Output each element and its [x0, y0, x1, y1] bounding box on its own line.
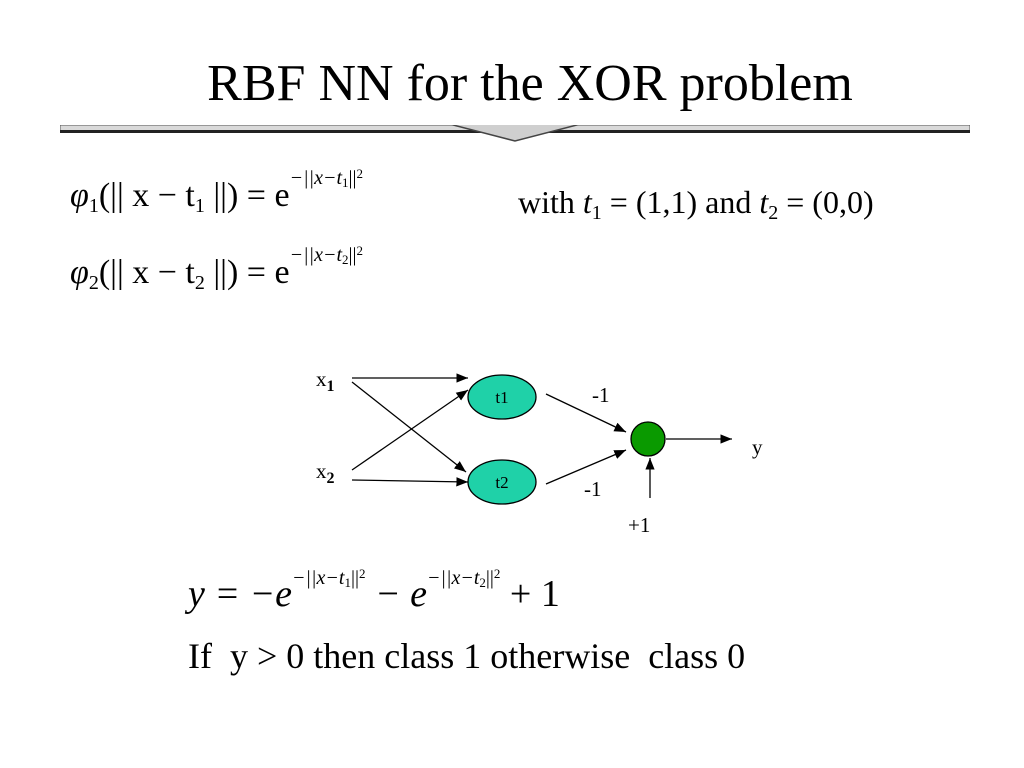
t2-value: = (0,0): [778, 184, 874, 220]
weight-t1-label: -1: [592, 383, 610, 407]
phi2-equation: φ2(|| x − t2 ||) = e−||x−t2||2: [70, 243, 363, 303]
output-bias-term: + 1: [500, 573, 560, 615]
output-lhs: y = −e: [188, 573, 293, 615]
edge-x2-t2: [351, 477, 469, 487]
bias-label: +1: [628, 513, 650, 537]
edge-x1-t2: [351, 381, 467, 473]
center-subscript: 2: [194, 272, 205, 294]
hidden-node-t1-label: t1: [495, 388, 508, 407]
phi-symbol: φ: [70, 177, 89, 214]
hidden-node-t2-label: t2: [495, 473, 508, 492]
t2-variable: t: [759, 184, 769, 220]
rbf-network-diagram: x1 x2 t1 t2 -1 -1 y +1: [316, 367, 763, 537]
edge-x2-t1: [351, 389, 469, 471]
slide-title: RBF NN for the XOR problem: [207, 55, 853, 112]
phi-rhs: ||) = e: [204, 177, 290, 214]
phi1-equation: φ1(|| x − t1 ||) = e−||x−t1||2: [70, 166, 363, 226]
output-exponent-1: −||x−t1||2: [292, 566, 366, 590]
hidden-node-t1: [467, 374, 537, 420]
edge-t2-output: [545, 449, 627, 485]
weight-t2-label: -1: [584, 477, 602, 501]
edge-t1-output: [545, 393, 627, 433]
t1-variable: t: [582, 184, 592, 220]
phi2-exponent: −||x−t2||2: [289, 243, 364, 267]
center-subscript: 1: [194, 195, 205, 217]
input-x1-label: x1: [316, 367, 335, 395]
title-divider: [60, 125, 970, 142]
with-label: with: [518, 184, 575, 220]
output-exponent-2: −||x−t2||2: [426, 566, 501, 590]
decision-rule: If y > 0 then class 1 otherwise class 0: [188, 636, 746, 676]
output-middle-term: − e: [365, 573, 427, 615]
t2-subscript: 2: [768, 202, 779, 224]
phi-subscript: 1: [88, 195, 99, 217]
phi-argument: (|| x − t: [98, 177, 195, 214]
phi1-exponent: −||x−t1||2: [289, 166, 364, 190]
output-equation: y = −e−||x−t1||2 − e−||x−t2||2 + 1: [188, 566, 560, 625]
phi-subscript: 2: [88, 272, 99, 294]
output-y-label: y: [752, 435, 763, 459]
t1-subscript: 1: [591, 202, 602, 224]
input-x2-label: x2: [316, 459, 335, 487]
t1-value: = (1,1) and: [601, 184, 760, 220]
phi-rhs: ||) = e: [204, 254, 290, 291]
phi-argument: (|| x − t: [98, 254, 195, 291]
phi-symbol: φ: [70, 254, 89, 291]
centers-definition: with t1 = (1,1) and t2 = (0,0): [518, 182, 874, 233]
hidden-node-t2: [467, 459, 537, 505]
output-node: [630, 421, 666, 457]
